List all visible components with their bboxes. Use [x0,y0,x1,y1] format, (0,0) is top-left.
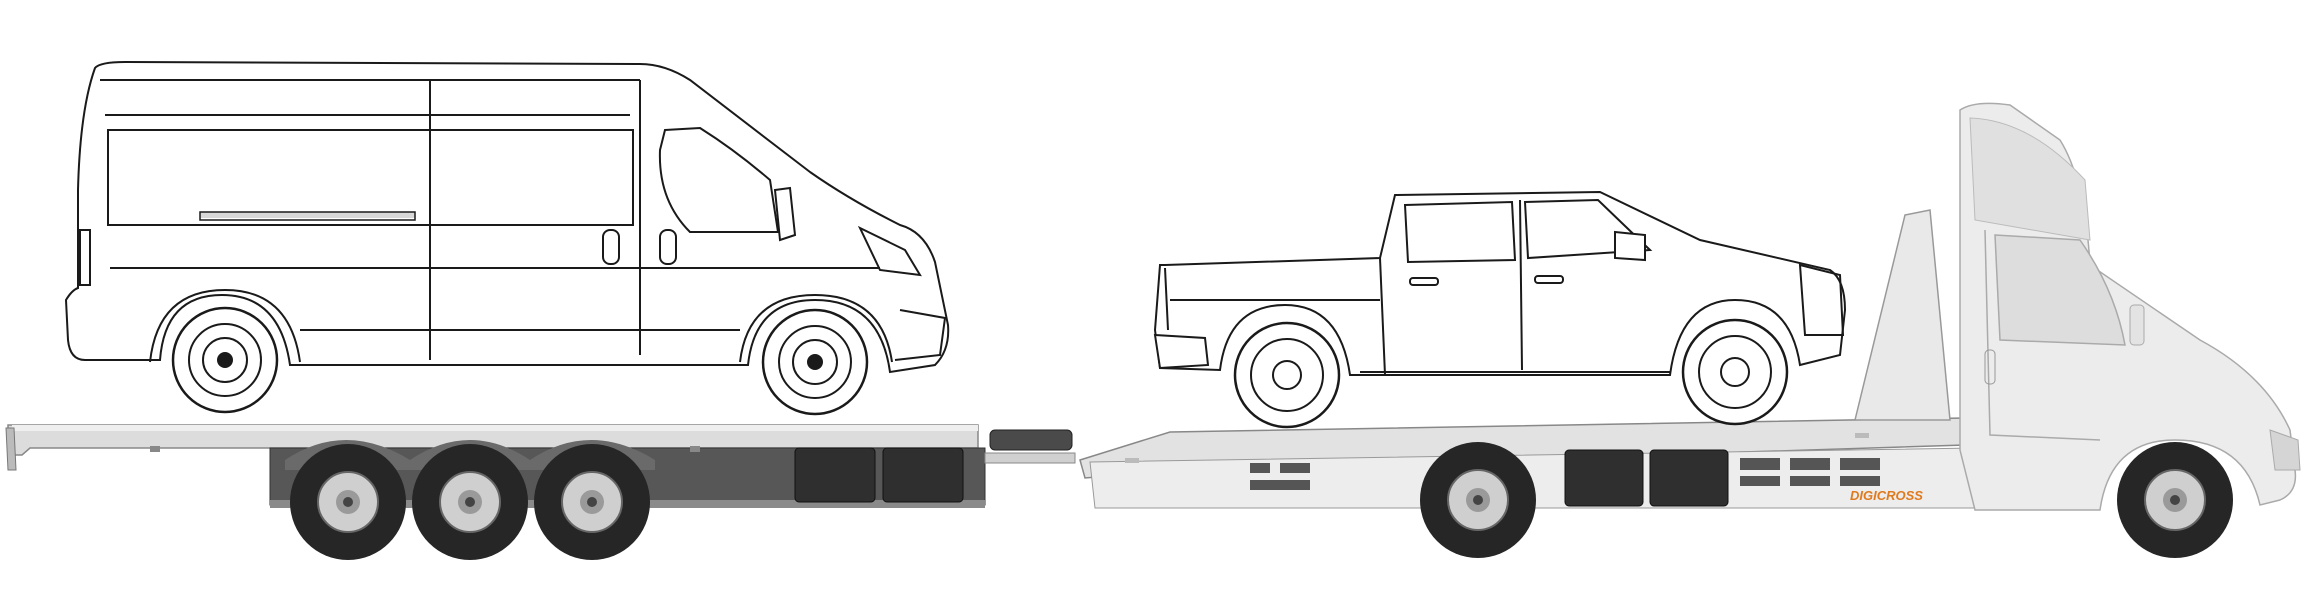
pickup-door-line [1519,199,1523,371]
truck-chassis-slots [1250,458,1880,490]
van-wheel-rear [171,306,279,414]
trailer-wheel-2 [412,444,528,560]
van-front-bumper [894,309,947,361]
pickup-wheel-rear [1233,321,1341,429]
van-headlight [857,225,922,277]
pickup-truck-icon [1153,190,1847,376]
pickup-rear-window [1403,200,1517,264]
truck-front-wheel [2117,442,2233,558]
truck-mirror [2129,304,2145,346]
van-wheel-front [761,308,869,416]
van-side-panel [107,129,634,226]
pickup-mirror [1614,230,1646,262]
truck-mudflap-2 [1649,449,1729,507]
trailer-drawbar [984,452,1076,464]
pickup-front-window [1523,198,1653,260]
van-cab-window [658,126,780,233]
trailer-rear-post [5,427,17,471]
truck-marker-light [1855,433,1869,438]
van-door-handle [659,229,677,265]
pickup-cab-line [1379,257,1386,376]
trailer-marker-light [150,446,160,452]
pickup-body [1153,190,1847,376]
truck-cab-door [1984,229,2101,441]
truck-mudflap-1 [1564,449,1644,507]
tow-truck-icon: DIGICROSS [1079,102,2301,511]
truck-grille [2269,429,2301,471]
pickup-grille [1798,263,1845,336]
trailer-deck-stripe [12,425,978,431]
van-mirror [773,186,797,242]
trailer-mudflap-2 [882,447,964,503]
pickup-tailgate [1164,267,1169,331]
brand-label: DIGICROSS [1850,488,1923,503]
van-wheel-arch [739,293,893,363]
truck-cab-window [1994,234,2126,346]
trailer-mudflap-1 [794,447,876,503]
truck-cab-spoiler [1969,117,2091,241]
trailer-coupling [989,429,1073,451]
pickup-wheel-front [1681,318,1789,426]
truck-marker-light [1125,458,1139,463]
pickup-door-handle [1409,277,1439,286]
pickup-door-handle [1534,275,1564,284]
trailer-wheel-3 [534,444,650,560]
van-icon [64,60,950,374]
van-door-handle [602,229,620,265]
van-side-rail-outline [199,211,416,221]
trailer-wheel-1 [290,444,406,560]
truck-door-handle [1984,349,1996,385]
van-rear-lamp [79,229,91,286]
van-wheel-arch [149,288,301,363]
trailer-marker-light [690,446,700,452]
pickup-rear-bumper [1153,333,1210,370]
truck-headboard [1854,209,1951,421]
van-body [64,60,950,374]
truck-rear-wheel [1420,442,1536,558]
